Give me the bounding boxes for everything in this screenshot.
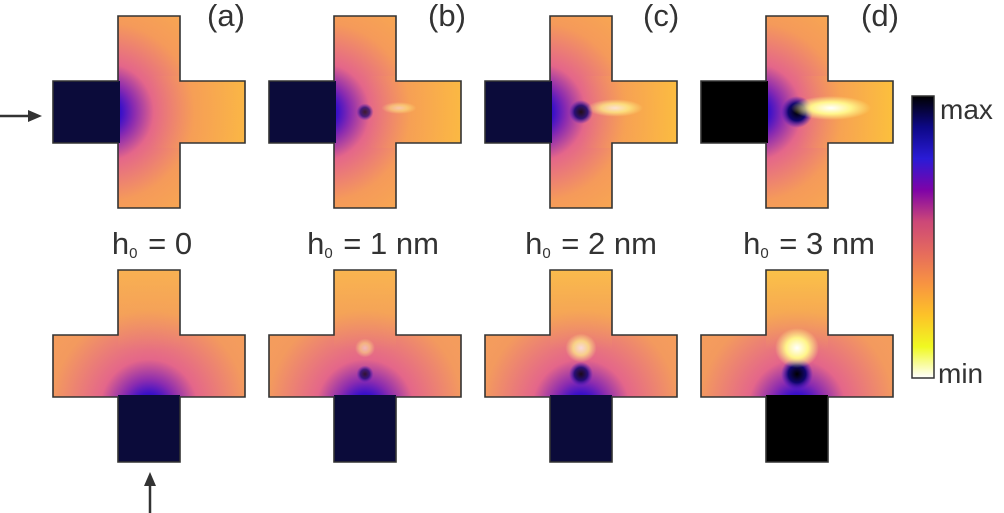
panel-label-c: (c) <box>643 0 680 33</box>
panel-label-d: (d) <box>861 0 899 33</box>
colorbar-min-label: min <box>938 358 984 389</box>
top-field-map-c <box>484 15 678 209</box>
bottom-field-map-c <box>484 269 678 463</box>
panel-label-b: (b) <box>428 0 466 33</box>
panel-label-a: (a) <box>207 0 245 33</box>
bottom-field-map-b <box>268 269 462 463</box>
bottom-input-arrow <box>144 472 156 513</box>
top-field-map-b <box>268 15 462 209</box>
height-label-a: h0 = 0 <box>111 226 193 262</box>
left-input-arrow <box>0 110 42 122</box>
bottom-field-map-a <box>52 269 246 463</box>
height-label-d: h0 = 3 nm <box>743 226 875 262</box>
top-field-map-d <box>700 15 894 209</box>
top-field-map-a <box>52 15 246 209</box>
bottom-field-map-d <box>700 269 894 463</box>
colorbar <box>911 95 935 379</box>
height-label-b: h0 = 1 nm <box>307 226 439 262</box>
colorbar-max-label: max <box>940 94 993 125</box>
height-label-c: h0 = 2 nm <box>525 226 657 262</box>
